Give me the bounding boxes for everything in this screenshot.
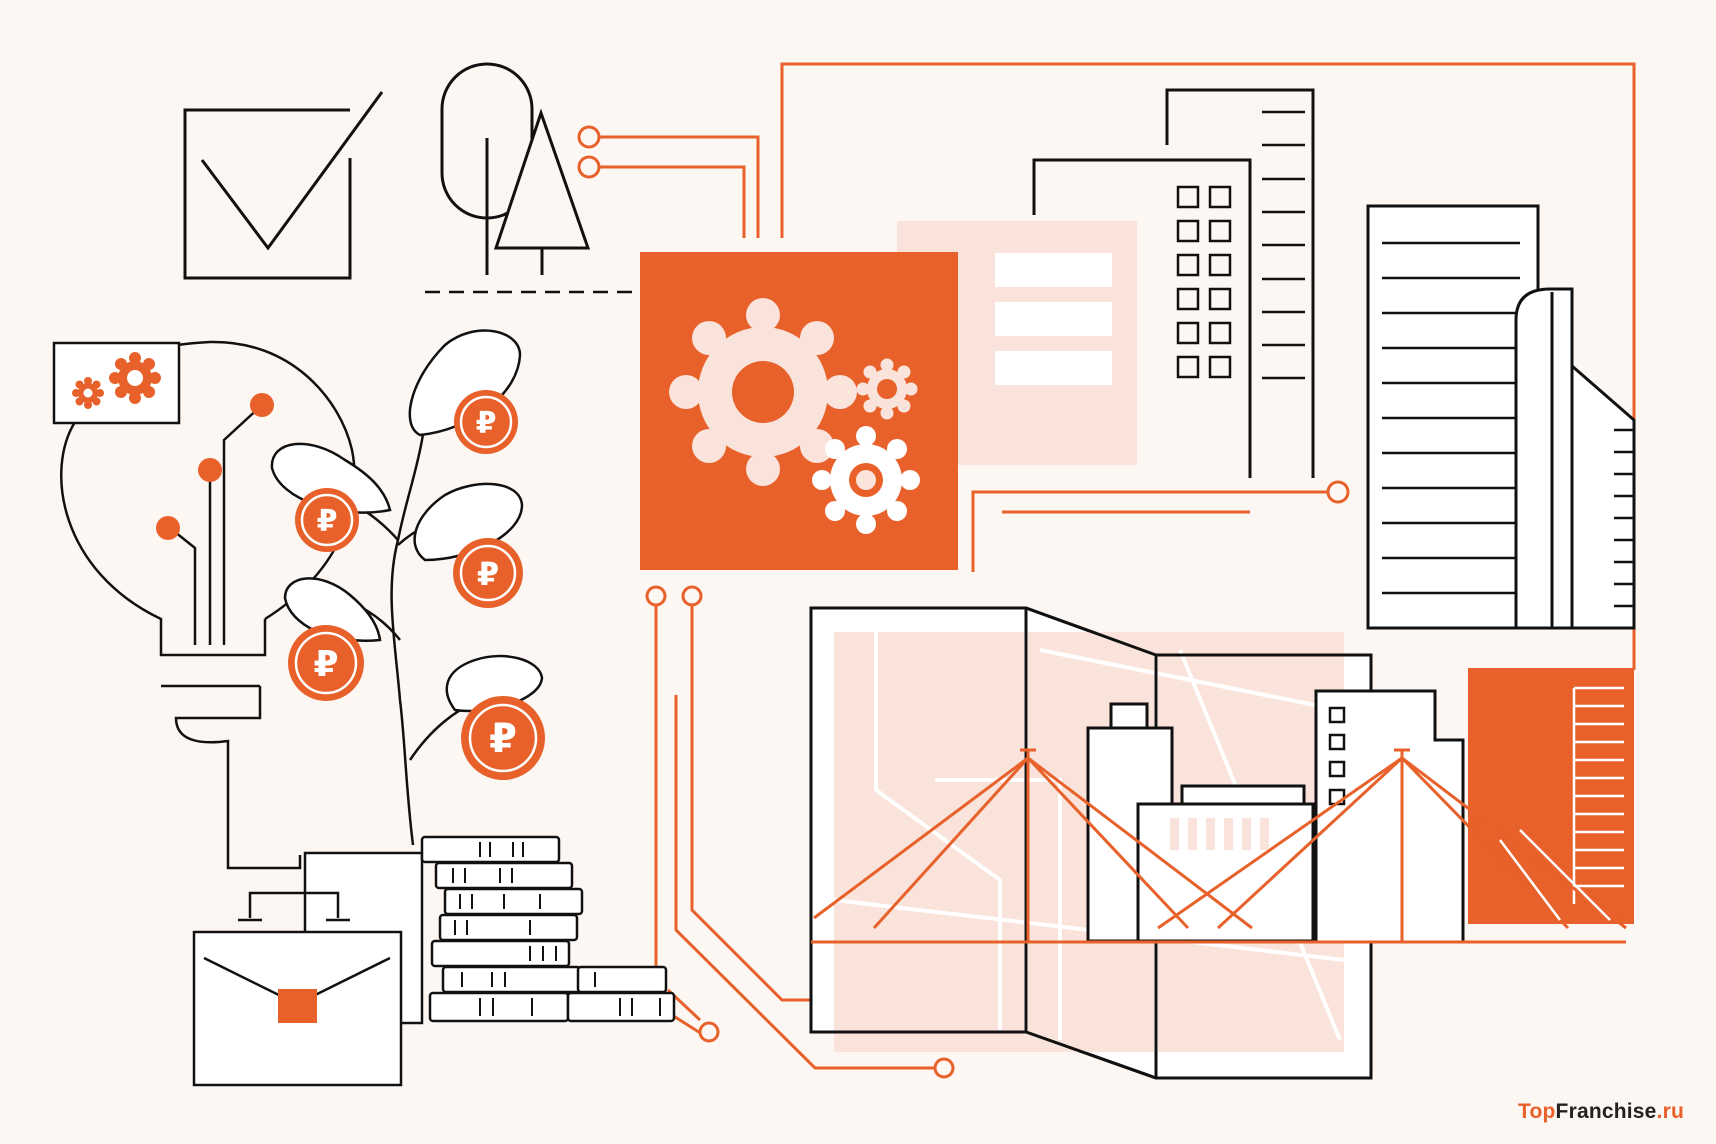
watermark-franchise: Franchise — [1555, 1100, 1657, 1123]
gear-medium-icon — [812, 426, 920, 534]
brand-watermark: TopFranchise.ru — [1518, 1100, 1684, 1124]
orange-building-icon — [1468, 668, 1634, 924]
ruble-coin-icon: ₽ ₽ ₽ ₽ ₽ — [288, 390, 545, 780]
svg-text:₽: ₽ — [477, 555, 499, 593]
svg-text:₽: ₽ — [317, 504, 338, 539]
bridge-white-cables — [1499, 829, 1611, 921]
watermark-domain: .ru — [1656, 1100, 1684, 1123]
checkbox-icon — [183, 91, 384, 280]
tall-building-icon — [1366, 204, 1636, 630]
gear-small-icon — [856, 358, 918, 420]
watermark-top: Top — [1518, 1100, 1556, 1123]
lightbulb-nodes — [156, 393, 274, 540]
backdrop-bars — [995, 253, 1112, 385]
svg-text:₽: ₽ — [476, 406, 497, 441]
svg-text:₽: ₽ — [313, 644, 338, 685]
gears-tag-icon — [52, 341, 181, 425]
briefcase-icon — [192, 891, 403, 1087]
tree-icon — [440, 62, 591, 275]
gear-large-icon — [669, 298, 857, 486]
bridge-icon — [811, 748, 1627, 944]
office-buildings-icon — [1032, 88, 1315, 478]
svg-text:₽: ₽ — [489, 716, 517, 762]
